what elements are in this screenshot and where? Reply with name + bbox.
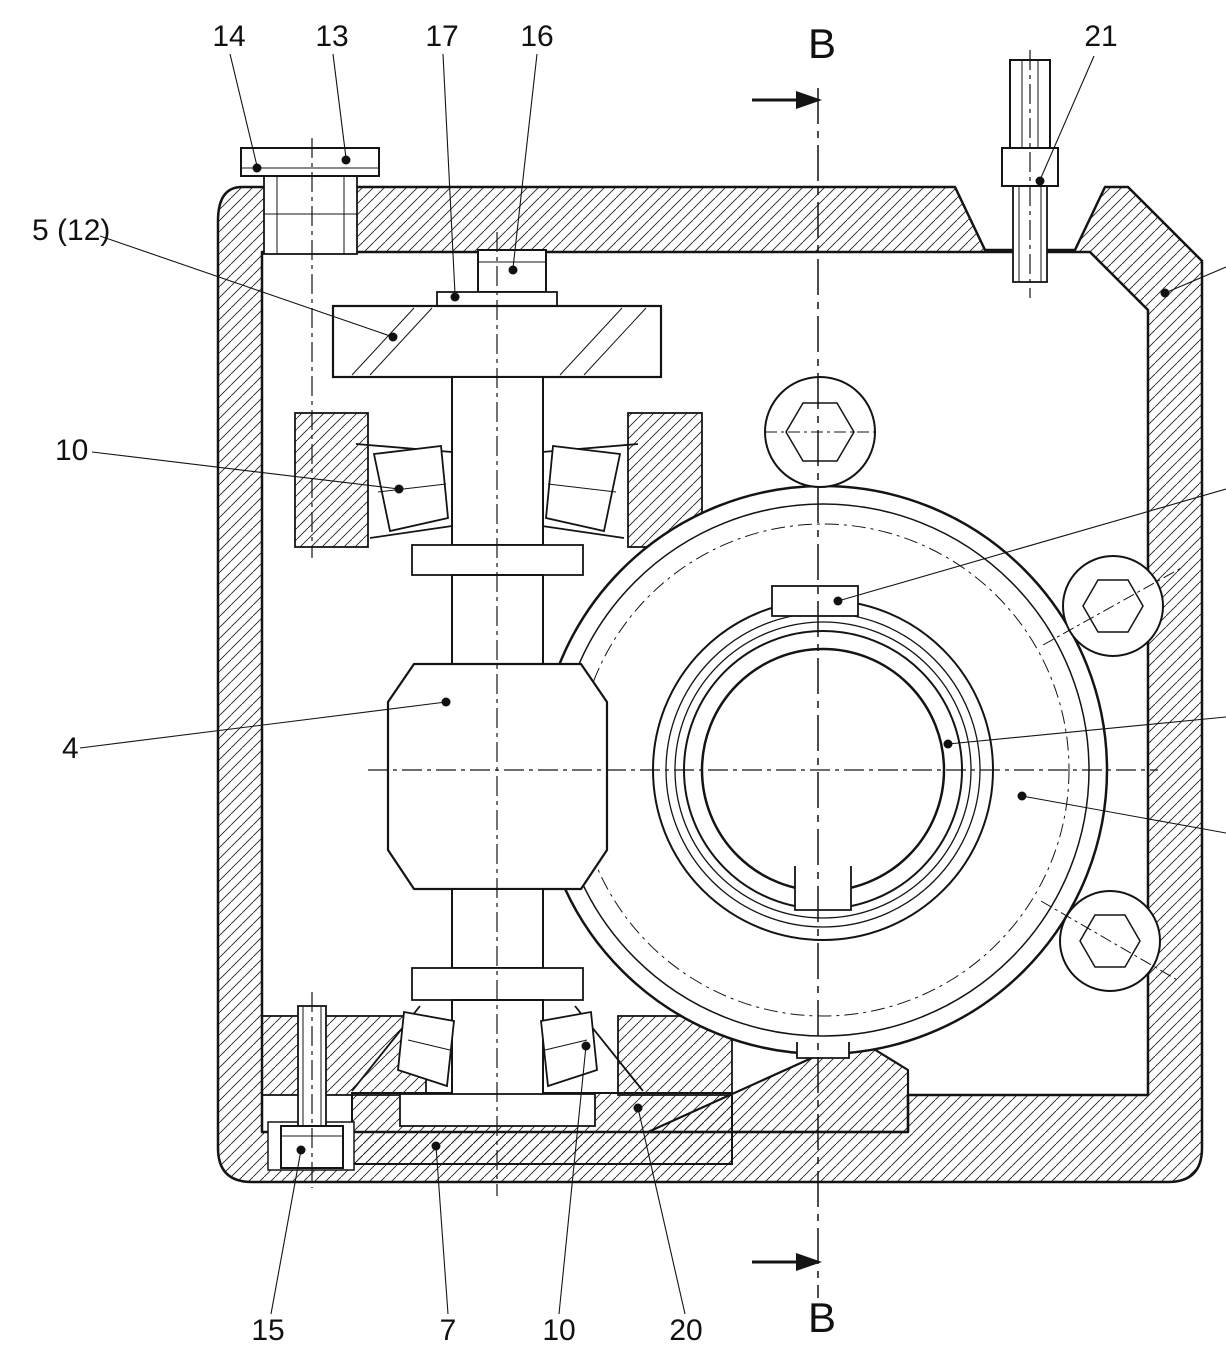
callout-label-7: 7 — [440, 1314, 457, 1347]
lower-bearing — [351, 1005, 644, 1092]
callout-label-14: 14 — [212, 20, 245, 53]
section-line-bb: B B — [752, 20, 836, 1341]
callout-label-13: 13 — [315, 20, 348, 53]
callout-label-21: 21 — [1084, 20, 1117, 53]
callout-label-10-lower: 10 — [542, 1314, 575, 1347]
centerlines — [311, 50, 1158, 1196]
callout-label-17: 17 — [425, 20, 458, 53]
callout-labels: 14 13 17 16 21 5 (12) 10 4 15 7 10 20 — [32, 20, 1118, 1347]
housing-bolt-hole-top — [764, 376, 876, 488]
callout-label-4: 4 — [62, 732, 79, 765]
housing-bolt-hole-right-upper — [1042, 555, 1184, 657]
callout-label-5-12: 5 (12) — [32, 214, 110, 247]
section-arrow-bottom-icon — [796, 1253, 822, 1271]
section-label-bottom: B — [808, 1294, 836, 1341]
section-label-top: B — [808, 20, 836, 67]
upper-bearing — [355, 443, 639, 539]
hub-key — [771, 585, 859, 617]
callout-leaders — [79, 53, 1226, 1315]
section-arrow-top-icon — [796, 91, 822, 109]
breather-plug — [240, 147, 380, 255]
callout-label-20: 20 — [669, 1314, 702, 1347]
callout-label-15: 15 — [251, 1314, 284, 1347]
callout-label-16: 16 — [520, 20, 553, 53]
upper-left-bearing-boss — [294, 412, 369, 548]
callout-label-10-upper: 10 — [55, 434, 88, 467]
housing-bolt-hole-right-lower — [1040, 890, 1180, 992]
flange-bottom-pad — [796, 1042, 850, 1059]
bore-keyway — [794, 866, 852, 911]
